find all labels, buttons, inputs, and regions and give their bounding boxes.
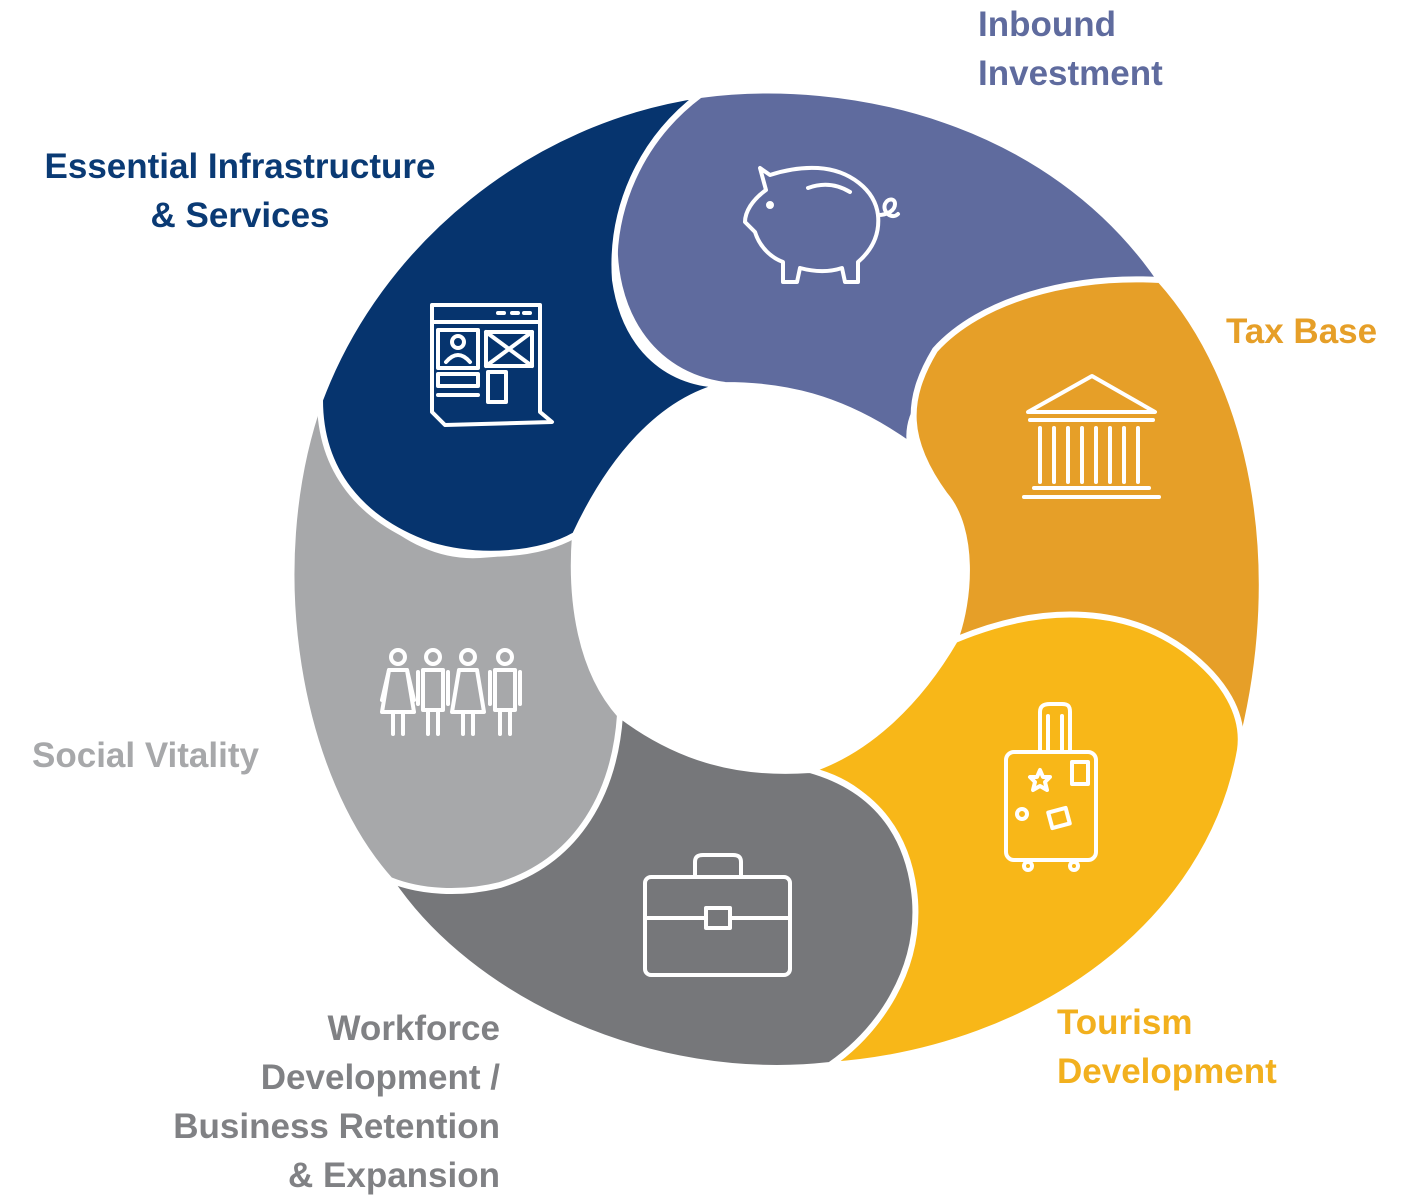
label-inbound-line-2: Investment bbox=[978, 54, 1163, 93]
label-tax: Tax Base bbox=[1226, 307, 1377, 356]
suitcase-icon bbox=[1004, 702, 1098, 872]
briefcase-icon bbox=[643, 853, 792, 977]
label-tourism-line-1: Tourism bbox=[1057, 1003, 1193, 1042]
people-group-icon bbox=[380, 648, 522, 736]
label-inbound: Inbound Investment bbox=[978, 0, 1163, 98]
label-infrastructure: Essential Infrastructure & Services bbox=[18, 142, 462, 240]
label-social: Social Vitality bbox=[32, 731, 259, 780]
label-workforce-line-4: & Expansion bbox=[288, 1156, 500, 1195]
label-tax-line-1: Tax Base bbox=[1226, 312, 1378, 351]
segment-infrastructure bbox=[316, 92, 726, 557]
label-infrastructure-line-1: Essential Infrastructure bbox=[44, 147, 436, 186]
label-workforce-line-2: Development / bbox=[260, 1058, 500, 1097]
web-page-icon bbox=[430, 303, 554, 427]
label-inbound-line-1: Inbound bbox=[978, 5, 1117, 44]
piggy-bank-icon bbox=[743, 165, 900, 284]
label-tourism: Tourism Development bbox=[1057, 998, 1277, 1096]
label-tourism-line-2: Development bbox=[1057, 1052, 1277, 1091]
bank-building-icon bbox=[1022, 374, 1161, 499]
label-workforce: Workforce Development / Business Retenti… bbox=[100, 1004, 500, 1196]
label-infrastructure-line-2: & Services bbox=[150, 196, 330, 235]
label-workforce-line-1: Workforce bbox=[327, 1009, 500, 1048]
label-social-line-1: Social Vitality bbox=[32, 736, 259, 775]
label-workforce-line-3: Business Retention bbox=[173, 1107, 500, 1146]
